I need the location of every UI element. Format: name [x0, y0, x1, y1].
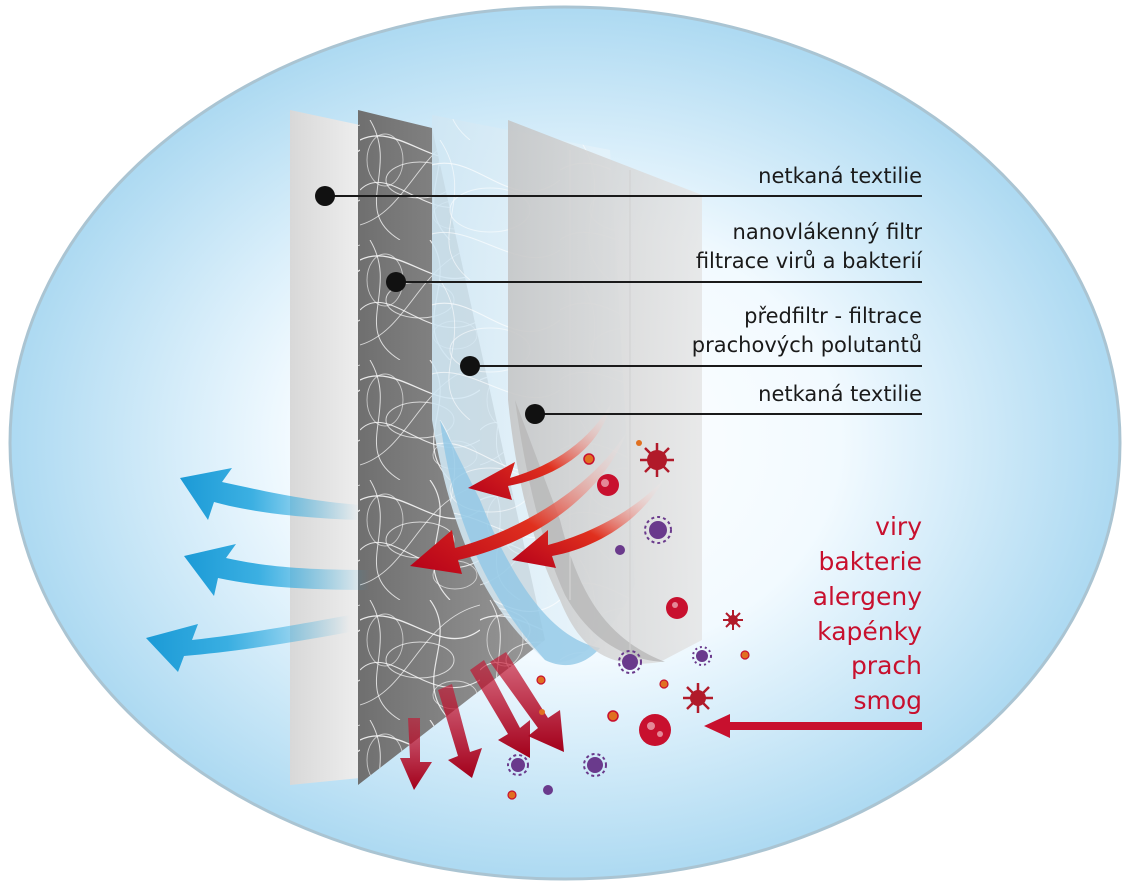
virus-icon — [644, 516, 672, 544]
pollutant-item: smog — [853, 686, 922, 715]
polluted-air-arrows — [400, 402, 922, 790]
virus-icon — [615, 545, 625, 555]
pollutant-item: kapénky — [817, 617, 922, 646]
virus-icon — [723, 610, 743, 630]
dust-icon — [659, 679, 669, 689]
clean-air-arrow-top — [180, 468, 360, 520]
particles — [507, 440, 750, 800]
clean-air-arrows — [146, 468, 370, 672]
dust-icon — [740, 650, 750, 660]
dust-icon — [536, 675, 546, 685]
polluted-arrow-1 — [468, 402, 612, 500]
label-layer3-line2: prachových polutantů — [692, 333, 922, 357]
pollutant-item: bakterie — [819, 547, 922, 576]
pollutant-item: viry — [875, 512, 922, 541]
label-layer4: netkaná textilie — [758, 382, 922, 406]
label-layer3-line1: předfiltr - filtrace — [744, 304, 922, 328]
polluted-arrow-3 — [512, 478, 665, 568]
callout-dot-1 — [315, 186, 335, 206]
virus-icon — [597, 474, 619, 496]
pollutant-list: viry bakterie alergeny kapénky prach smo… — [813, 512, 923, 715]
clean-air-arrow-bottom — [146, 615, 350, 672]
dust-icon — [507, 790, 517, 800]
virus-icon — [583, 753, 607, 777]
label-layer2-line2: filtrace virů a bakterií — [696, 249, 923, 273]
clean-air-arrow-middle — [184, 544, 370, 596]
dust-icon — [636, 440, 642, 446]
callout-dot-2 — [386, 272, 406, 292]
pollutant-pointer-arrow — [704, 714, 922, 738]
virus-icon — [666, 597, 688, 619]
polluted-arrow-down-1 — [400, 718, 432, 790]
label-layer1: netkaná textilie — [758, 164, 922, 188]
virus-icon — [543, 785, 553, 795]
polluted-arrow-2 — [410, 430, 628, 574]
dust-icon — [583, 453, 595, 465]
virus-icon — [618, 650, 642, 674]
pollutant-item: alergeny — [813, 582, 923, 611]
callout-dot-4 — [525, 404, 545, 424]
polluted-arrow-down-2 — [438, 684, 482, 778]
polluted-arrow-down-4 — [490, 652, 564, 752]
dust-icon — [539, 709, 545, 715]
virus-icon — [692, 646, 712, 666]
layer-nonwoven-outer — [290, 110, 360, 785]
dust-icon — [607, 710, 619, 722]
callout-dot-3 — [460, 356, 480, 376]
polluted-arrow-down-3 — [470, 660, 530, 758]
virus-icon — [640, 443, 674, 477]
virus-icon — [639, 714, 671, 746]
virus-icon — [507, 754, 529, 776]
pollutant-item: prach — [851, 651, 922, 680]
virus-icon — [683, 683, 713, 713]
callouts — [315, 186, 922, 424]
label-layer2-line1: nanovlákenný filtr — [733, 220, 923, 244]
